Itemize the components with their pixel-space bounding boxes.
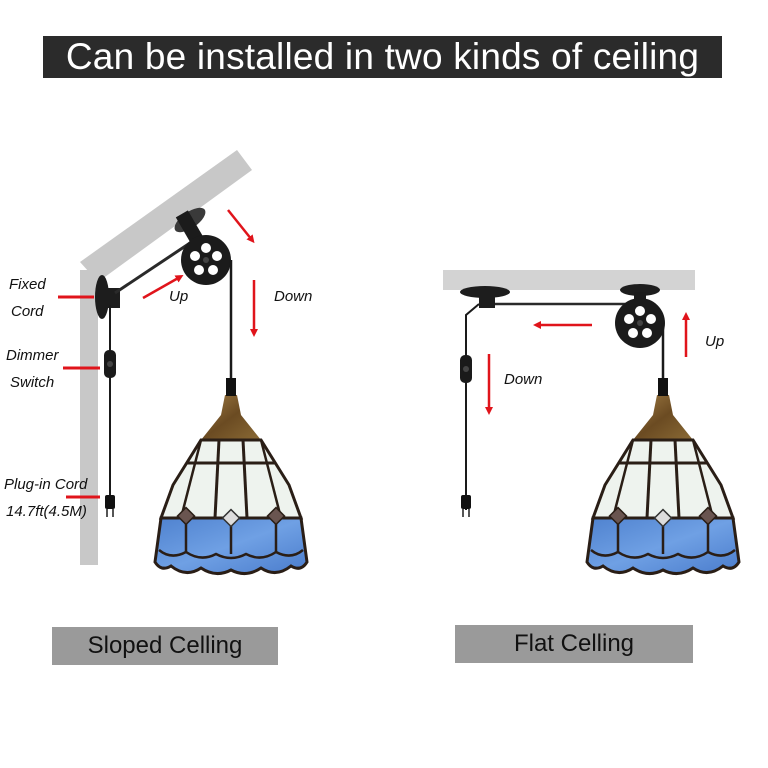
label-down-right: Down — [504, 371, 543, 388]
down-diagonal-arrow-icon — [227, 209, 255, 244]
pulley-icon — [181, 235, 231, 285]
label-dimmer-switch-line2: Switch — [10, 374, 55, 391]
label-dimmer-switch-line1: Dimmer — [6, 347, 59, 364]
caption-sloped-ceiling: Sloped Celling — [52, 627, 278, 665]
page-title: Can be installed in two kinds of ceiling — [43, 36, 722, 78]
sloped-ceiling — [80, 150, 252, 282]
label-cord-length: 14.7ft(4.5M) — [6, 503, 87, 520]
label-fixed-cord-line1: Fixed — [9, 276, 46, 293]
sloped-ceiling-diagram — [58, 150, 309, 576]
caption-flat-ceiling: Flat Celling — [455, 625, 693, 663]
dimmer-switch-icon — [460, 355, 472, 383]
label-plug-in-cord: Plug-in Cord — [4, 476, 88, 493]
label-down-left: Down — [274, 288, 313, 305]
label-up-left: Up — [169, 288, 189, 305]
dimmer-switch-icon — [104, 350, 116, 378]
up-arrow-icon — [142, 275, 184, 300]
pulley-icon — [615, 298, 665, 348]
plug-icon — [460, 494, 472, 518]
label-fixed-cord-line2: Cord — [11, 303, 44, 320]
label-up-right: Up — [705, 333, 725, 350]
wall — [80, 270, 98, 565]
flat-ceiling-diagram — [443, 270, 741, 576]
lamp-shade-right — [585, 376, 741, 576]
lamp-shade-left — [153, 376, 309, 576]
plug-icon — [104, 494, 116, 518]
